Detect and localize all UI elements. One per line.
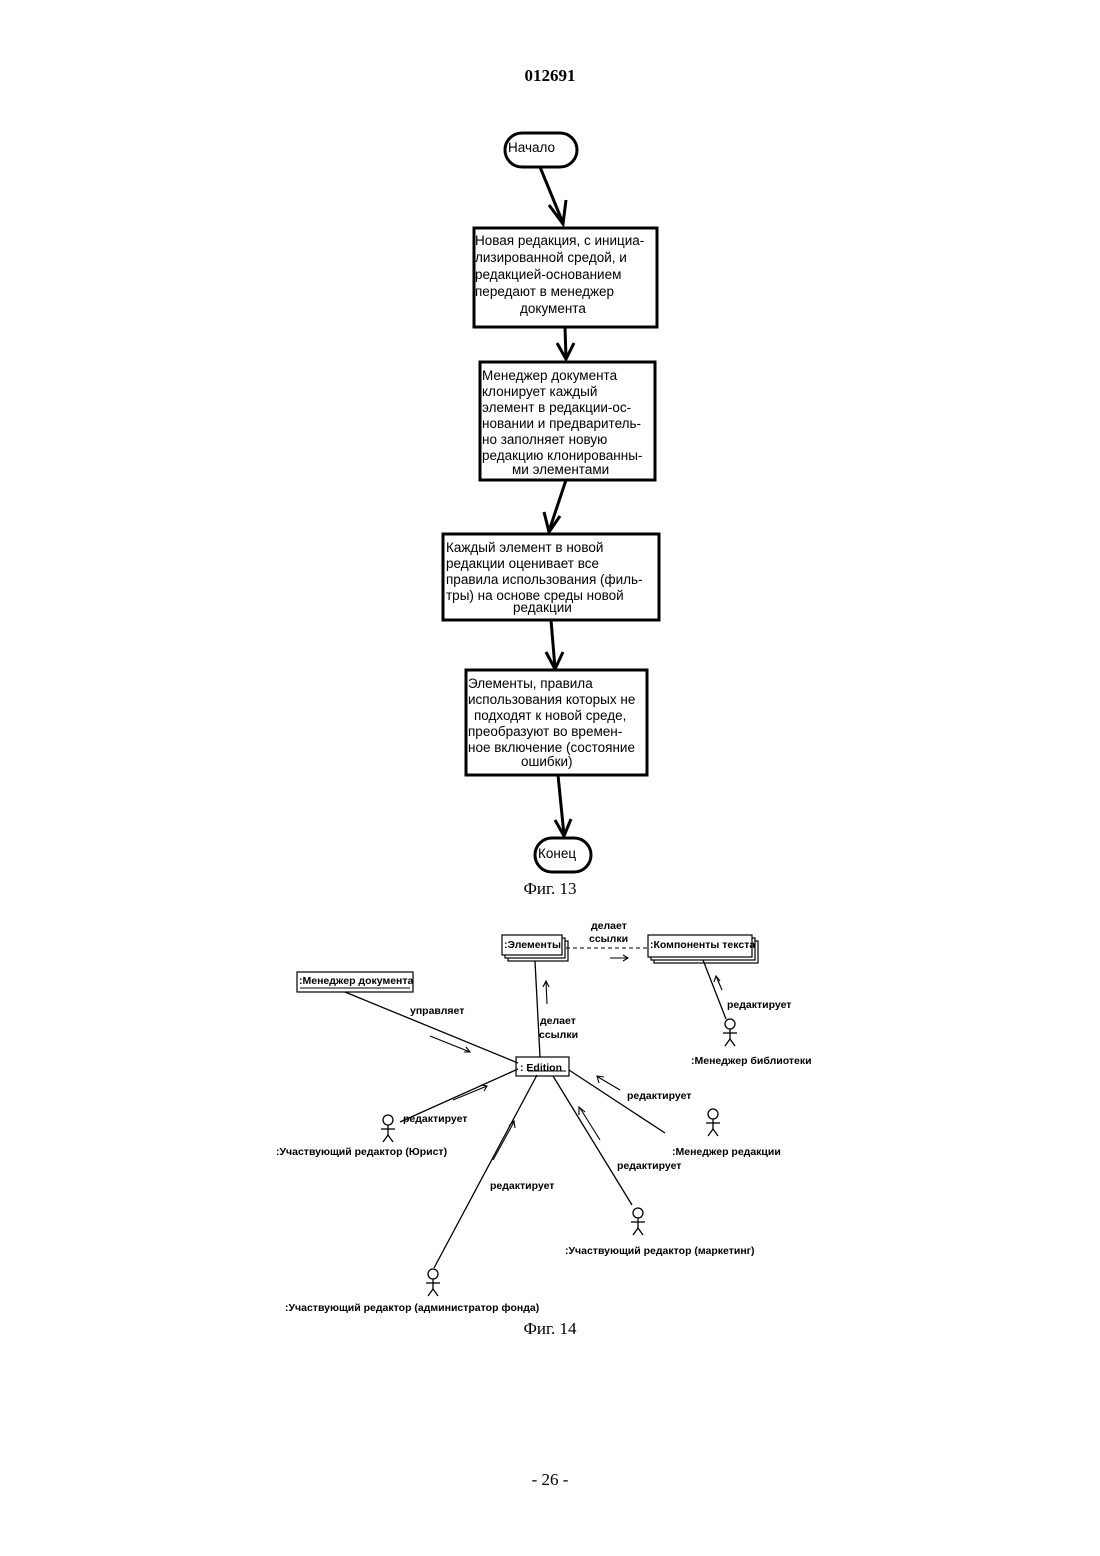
edits-marketing-label: редактирует [617, 1160, 681, 1172]
makes-refs-vertical-line1: делает [540, 1015, 576, 1027]
fund-admin-editor-label: :Участвующий редактор (администратор фон… [285, 1302, 539, 1314]
edits-lawyer-label: редактирует [403, 1113, 467, 1125]
manages-label: управляет [410, 1005, 464, 1017]
manages-link: управляет [345, 992, 518, 1063]
edits-library-label: редактирует [727, 999, 791, 1011]
text-components-object: :Компоненты текста [648, 935, 758, 963]
makes-refs-top-line2: ссылки [589, 933, 628, 945]
fund-admin-editor-link: редактирует [434, 1075, 554, 1268]
figure-13-caption: Фиг. 13 [0, 879, 1100, 899]
library-manager-label: :Менеджер библиотеки [691, 1055, 812, 1067]
edition-elements-link: делает ссылки [535, 961, 578, 1057]
process-step-2: Менеджер документа клонирует каждый элем… [480, 362, 655, 480]
process-step-1: Новая редакция, с инициа- лизированной с… [474, 228, 657, 327]
flow-arrow-4 [546, 620, 563, 669]
edition-manager-actor-icon [706, 1109, 720, 1136]
flowchart-figure-13: Начало Новая редакция, с инициа- лизиров… [0, 0, 1100, 900]
flow-arrow-1 [540, 167, 566, 224]
library-manager-actor-icon [723, 1019, 737, 1046]
makes-refs-vertical-line2: ссылки [539, 1029, 578, 1041]
edition-manager-label: :Менеджер редакции [672, 1146, 781, 1158]
marketing-editor-label: :Участвующий редактор (маркетинг) [565, 1245, 755, 1257]
process-step-3: Каждый элемент в новой редакции оценивае… [443, 534, 659, 620]
collaboration-diagram-figure-14: :Элементы :Компоненты текста :Менеджер д… [0, 900, 1100, 1330]
process-step-4: Элементы, правила использования которых … [466, 670, 647, 775]
marketing-editor-actor-icon [631, 1208, 645, 1235]
flow-arrow-5 [555, 775, 571, 836]
document-manager-label: :Менеджер документа [299, 975, 414, 987]
fund-admin-editor-actor-icon [426, 1269, 440, 1296]
library-manager-link: редактирует [703, 960, 791, 1019]
flow-arrow-3 [544, 480, 566, 532]
page-number: - 26 - [0, 1470, 1100, 1490]
flow-arrow-2 [557, 327, 574, 359]
start-label: Начало [508, 140, 555, 155]
edition-label: : Edition [520, 1062, 562, 1074]
text-components-label: :Компоненты текста [650, 939, 755, 951]
lawyer-editor-link: редактирует [400, 1069, 518, 1125]
end-label: Конец [538, 846, 576, 861]
edition-manager-link: редактирует [569, 1070, 691, 1133]
document-manager-object: :Менеджер документа [297, 972, 414, 992]
elements-object: :Элементы [502, 935, 568, 961]
end-terminator: Конец [535, 838, 591, 872]
elements-label: :Элементы [504, 939, 561, 951]
lawyer-editor-label: :Участвующий редактор (Юрист) [276, 1146, 447, 1158]
edits-edition-manager-label: редактирует [627, 1090, 691, 1102]
figure-14-caption: Фиг. 14 [0, 1319, 1100, 1339]
start-terminator: Начало [505, 133, 577, 167]
reference-link-top: делает ссылки [566, 920, 648, 961]
lawyer-editor-actor-icon [381, 1115, 395, 1142]
edits-fund-admin-label: редактирует [490, 1180, 554, 1192]
makes-refs-top-line1: делает [591, 920, 627, 932]
edition-object: : Edition [516, 1057, 569, 1076]
